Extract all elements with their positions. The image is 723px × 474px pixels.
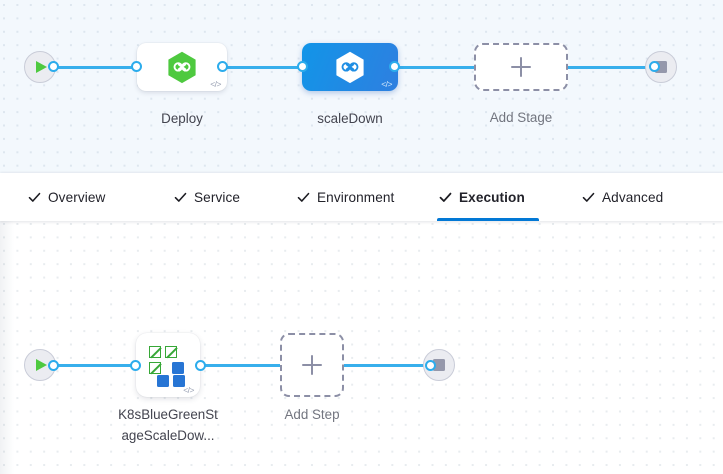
add-step-label: Add Step [284,407,340,422]
check-icon [174,192,187,202]
tab-overview[interactable]: Overview [26,173,107,221]
port-step-start-out[interactable] [48,360,59,371]
stage-node-scaledown[interactable]: </> [302,43,398,91]
play-icon [36,61,47,73]
tab-label-overview: Overview [48,189,106,205]
stage-node-deploy[interactable]: </> [137,43,227,91]
code-badge-icon: </> [183,384,194,395]
execution-graph-canvas[interactable]: </> K8sBlueGreenSt ageScaleDow... Add St… [0,221,723,474]
add-stage-button[interactable] [474,43,568,91]
code-badge-icon: </> [210,78,221,89]
step-node-k8s-bluegreen-scaledown[interactable]: </> [136,333,200,397]
edge-deploy-to-scaledown [222,66,308,69]
edge-addstep-to-end [344,364,430,367]
edge-step-to-addstep [200,364,282,367]
stop-icon [433,359,445,371]
port-deploy-in[interactable] [131,61,142,72]
stage-config-tabbar: Overview Service Environment Execution A [0,173,723,221]
stage-graph-canvas[interactable]: </> Deploy </> scaleDown Add Stage [0,0,723,173]
port-scaledown-in[interactable] [297,61,308,72]
kubernetes-blocks-icon [148,346,188,387]
edge-scaledown-to-addstage [394,66,484,69]
plus-icon [511,57,531,77]
step-label-line1: K8sBlueGreenSt [118,407,218,422]
port-end-in[interactable] [649,61,660,72]
tab-label-advanced: Advanced [602,189,664,205]
edge-start-to-deploy [52,66,142,69]
port-step-in[interactable] [130,360,141,371]
play-icon [36,359,47,371]
tab-execution[interactable]: Execution [437,173,539,221]
check-icon [439,192,452,202]
harness-hexagon-icon [336,51,364,83]
port-scaledown-out[interactable] [389,61,400,72]
tab-label-service: Service [194,189,241,205]
stage-label-deploy: Deploy [161,111,203,126]
check-icon [28,192,41,202]
code-badge-icon: </> [381,78,392,89]
add-step-button[interactable] [280,333,344,397]
stage-label-scaledown: scaleDown [317,111,383,126]
edge-start-to-step [52,364,140,367]
port-start-out[interactable] [48,61,59,72]
port-step-out[interactable] [195,360,206,371]
tab-service[interactable]: Service [172,173,242,221]
port-deploy-out[interactable] [217,61,228,72]
plus-icon [302,355,322,375]
tab-advanced[interactable]: Advanced [580,173,665,221]
harness-hexagon-icon [168,51,196,83]
tab-label-environment: Environment [317,189,395,205]
port-step-end-in[interactable] [425,360,436,371]
tab-label-execution: Execution [459,189,525,205]
tab-environment[interactable]: Environment [295,173,396,221]
check-icon [582,192,595,202]
add-stage-label: Add Stage [489,110,553,125]
edge-addstage-to-end [560,66,654,69]
check-icon [297,192,310,202]
step-label-line2: ageScaleDow... [121,428,215,443]
